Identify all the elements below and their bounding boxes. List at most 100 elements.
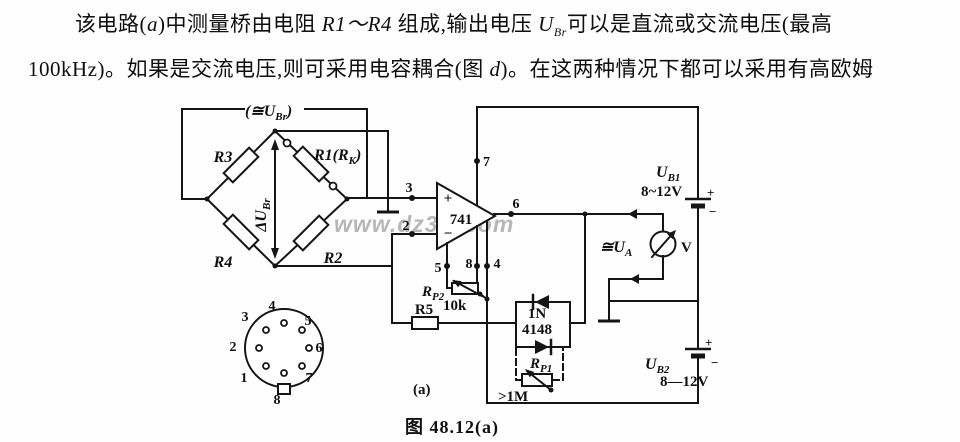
socket-number-7: 7 xyxy=(306,371,313,386)
pin2-label: 2 xyxy=(403,219,410,234)
diode-type-line1: 1N xyxy=(528,306,547,322)
r3-label: R3 xyxy=(213,149,233,166)
b2-voltage-range: 8—12V xyxy=(660,374,709,390)
label-main: R1(R xyxy=(313,147,349,164)
label-sub: B2 xyxy=(656,364,670,376)
socket-number-5: 5 xyxy=(305,314,312,329)
pin5-wire xyxy=(446,242,453,289)
label-main: U xyxy=(645,356,658,373)
diode-d1-icon xyxy=(535,295,549,309)
bridge-corner-dot xyxy=(272,128,278,134)
r1-label: R1(RK) xyxy=(313,147,361,167)
b1-voltage-range: 8~12V xyxy=(641,184,682,200)
arrow-head-icon xyxy=(452,280,462,288)
text-run-italic: R1～R4 xyxy=(321,12,392,36)
voltmeter-unit-label: V xyxy=(681,240,692,256)
positive-rail-wire xyxy=(476,106,699,198)
potentiometer-rp2 xyxy=(451,282,479,295)
figure-caption: 图 48.12(a) xyxy=(405,417,499,438)
pin7-dot xyxy=(474,158,480,164)
label-main: ) xyxy=(354,147,361,164)
source-wire-left xyxy=(181,108,245,200)
b1-label: UB1 xyxy=(656,164,680,184)
rp1-dashed-wire-right xyxy=(552,348,564,381)
negative-rail-wire xyxy=(486,356,699,404)
resistor-r4 xyxy=(222,213,260,251)
socket-number-6: 6 xyxy=(316,341,323,356)
b1-minus-sign: − xyxy=(709,204,716,219)
text-run: 100kHz)。如果是交流电压,则可采用电容耦合(图 xyxy=(28,57,490,82)
resistor-r3 xyxy=(222,146,260,184)
socket-number-1: 1 xyxy=(241,371,248,386)
r4-label: R4 xyxy=(213,254,233,271)
resistor-r1 xyxy=(292,145,330,183)
output-wire xyxy=(493,213,664,233)
delta-u-label: ΔUBr xyxy=(253,198,273,233)
socket-pin-dot xyxy=(262,326,270,334)
intro-paragraph: 该电路(a)中测量桥由电阻 R1～R4 组成,输出电压 UBr可以是直流或交流电… xyxy=(28,6,938,88)
arrow-left-icon xyxy=(630,274,639,284)
opamp-part-number: 741 xyxy=(450,212,473,228)
pin8-label: 8 xyxy=(466,257,473,272)
pin3-dot xyxy=(409,195,415,201)
pin6-label: 6 xyxy=(513,197,520,212)
socket-pin-dot xyxy=(280,319,288,327)
source-voltage-label: (≅UBr) xyxy=(245,103,292,123)
rk-terminal-circle-bottom xyxy=(328,181,338,191)
text-run-italic: a xyxy=(147,12,158,36)
bridge-corner-dot xyxy=(344,196,350,202)
socket-pinout: 1 2 3 4 5 6 7 8 xyxy=(230,299,324,408)
b1-plus-sign: + xyxy=(707,185,714,200)
bridge-wiring xyxy=(181,108,517,324)
socket-pin-dot xyxy=(305,344,313,352)
wheatstone-bridge xyxy=(204,128,350,269)
socket-pin-dot xyxy=(255,344,263,352)
rp1-dashed-wire-left xyxy=(515,348,522,381)
socket-tab xyxy=(277,383,291,395)
paragraph-line-2: 100kHz)。如果是交流电压,则可采用电容耦合(图 d)。在这两种情况下都可以… xyxy=(28,51,938,88)
label-sub: Br xyxy=(261,198,273,211)
bridge-corner-dot xyxy=(204,196,210,202)
label-main: (≅U xyxy=(245,103,277,120)
source-wire-right xyxy=(304,108,368,199)
r5-label: R5 xyxy=(415,302,433,318)
label-sub: P2 xyxy=(432,291,445,303)
label-sub: Br xyxy=(274,111,287,123)
opamp-plus-sign: + xyxy=(444,191,453,207)
resistor-r5 xyxy=(411,316,439,330)
label-sub: P1 xyxy=(540,363,552,375)
arrow-up-icon xyxy=(271,139,279,150)
text-run: 该电路( xyxy=(75,12,147,36)
socket-number-2: 2 xyxy=(230,340,237,355)
text-run: 组成,输出电压 xyxy=(391,12,539,36)
label-main: R xyxy=(529,356,540,372)
ua-label: ≅UA xyxy=(600,239,632,259)
pin5-dot xyxy=(444,263,450,269)
socket-pin-dot xyxy=(280,369,288,377)
label-sub: K xyxy=(348,155,357,167)
pin2-dot xyxy=(409,231,415,237)
socket-pin-dot xyxy=(298,326,306,334)
r2-label: R2 xyxy=(323,250,343,267)
rp1-label: RP1 xyxy=(529,356,552,375)
feedback-return-wire xyxy=(569,213,586,324)
top-corner-wire xyxy=(274,130,389,199)
opamp-triangle xyxy=(436,181,498,251)
opamp-741: + − 741 3 2 7 6 5 8 4 xyxy=(403,106,520,404)
opamp-minus-sign: − xyxy=(444,226,453,242)
text-run: 可以是直流或交流电压(最高 xyxy=(566,12,833,36)
resistor-r2 xyxy=(292,214,330,252)
subfigure-label: (a) xyxy=(413,382,431,398)
rp2-value: 10k xyxy=(443,298,467,314)
offset-network: RP2 10k R5 xyxy=(411,279,490,330)
socket-pin-dot xyxy=(298,362,306,370)
text-run-italic: d xyxy=(489,57,501,82)
junction-dot xyxy=(484,296,490,302)
pin4-label: 4 xyxy=(494,257,501,272)
text-run: )中测量桥由电阻 xyxy=(158,12,322,36)
socket-pin-dot xyxy=(262,362,270,370)
rk-terminal-circle-top xyxy=(282,138,292,148)
wiper-dot xyxy=(477,291,483,297)
text-run: )。在这两种情况下都可以采用有高欧姆 xyxy=(500,57,874,82)
